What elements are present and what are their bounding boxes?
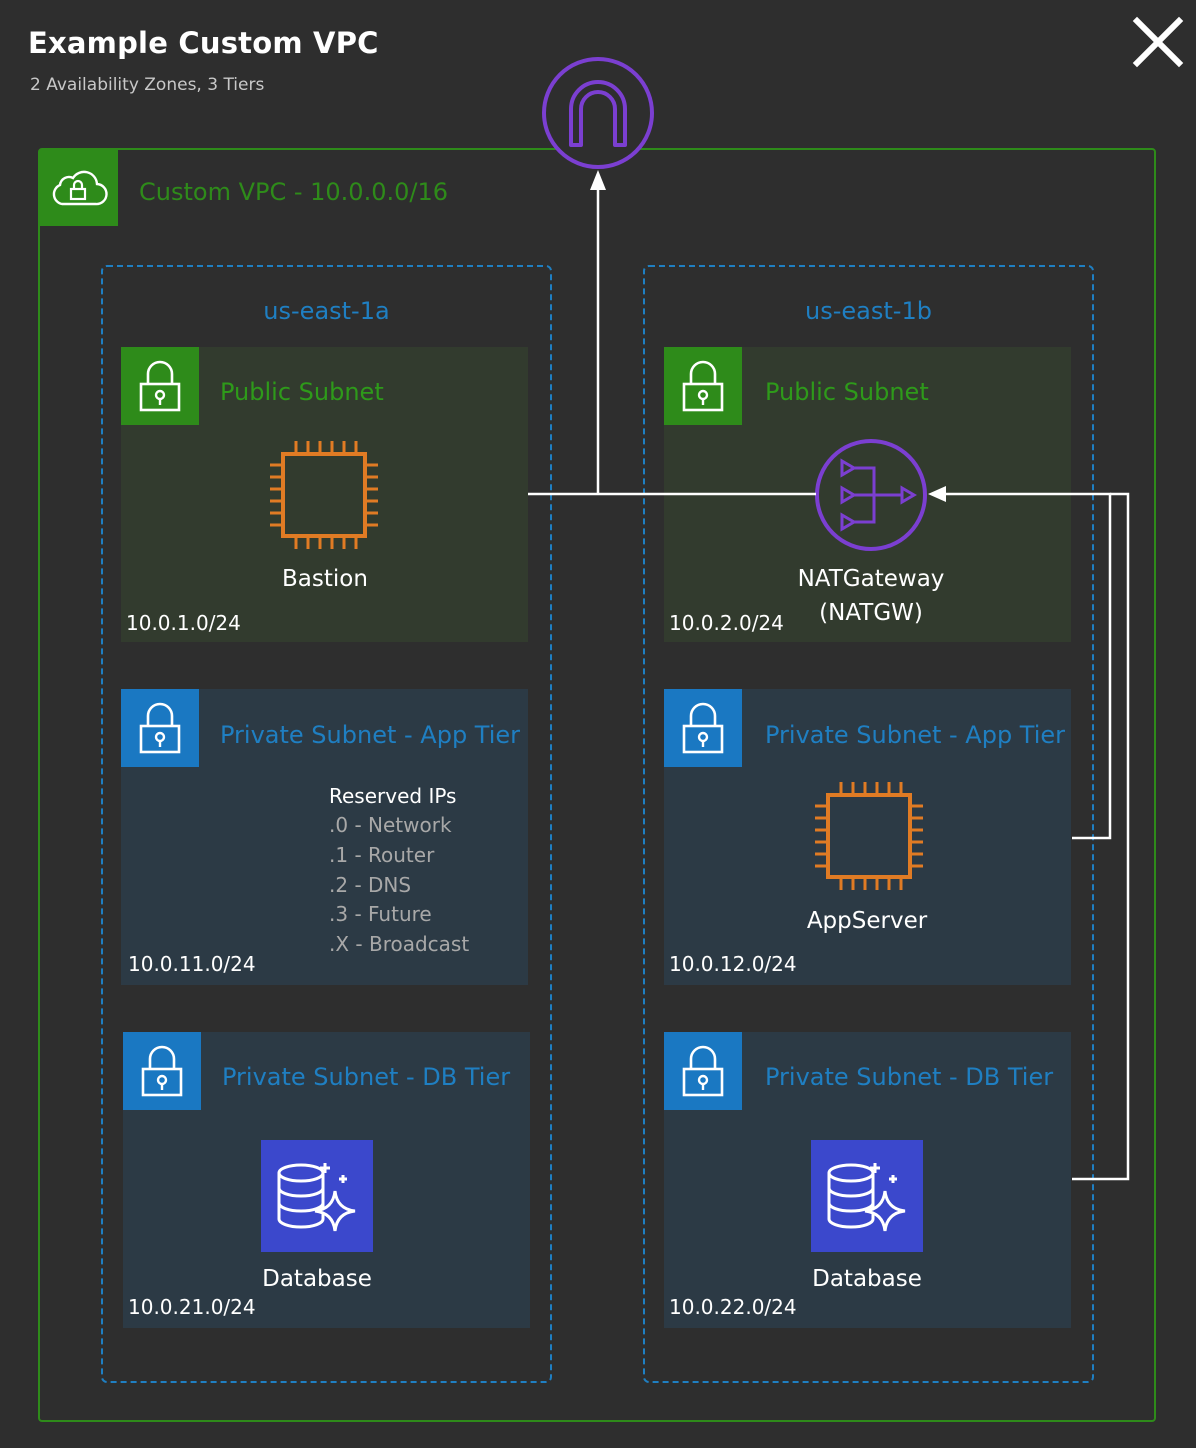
internet-gateway[interactable] (542, 57, 656, 175)
lock-icon (682, 702, 724, 754)
nat-gateway-label-short: (NATGW) (819, 600, 923, 626)
app-subnet-b-lock (664, 689, 742, 767)
db-subnet-b-cidr: 10.0.22.0/24 (669, 1295, 797, 1319)
reserved-ip-item: .3 - Future (329, 902, 432, 926)
reserved-ip-item: .1 - Router (329, 843, 435, 867)
az-label-a: us-east-1a (263, 297, 390, 325)
app-server-instance[interactable] (810, 779, 928, 897)
database-b-label: Database (812, 1266, 922, 1292)
ec2-instance-icon (815, 782, 923, 890)
close-button[interactable] (1128, 12, 1188, 72)
db-subnet-a-cidr: 10.0.21.0/24 (128, 1295, 256, 1319)
lock-icon (682, 1045, 724, 1097)
reserved-ip-item: .2 - DNS (329, 873, 412, 897)
vpc-icon-box (40, 150, 118, 226)
reserved-ip-item: .X - Broadcast (329, 932, 470, 956)
bastion-label: Bastion (282, 566, 368, 592)
bastion-instance[interactable] (265, 438, 383, 556)
az-label-b: us-east-1b (805, 297, 932, 325)
lock-icon (682, 360, 724, 412)
app-subnet-a-title: Private Subnet - App Tier (220, 721, 521, 749)
close-icon (1132, 16, 1184, 68)
internet-gateway-icon (542, 57, 654, 169)
public-subnet-b-title: Public Subnet (765, 378, 929, 406)
page-subtitle: 2 Availability Zones, 3 Tiers (30, 75, 265, 95)
database-a-label: Database (262, 1266, 372, 1292)
ec2-instance-icon (270, 441, 378, 549)
app-subnet-b-title: Private Subnet - App Tier (765, 721, 1066, 749)
database-icon (827, 1163, 906, 1232)
public-subnet-a-title: Public Subnet (220, 378, 384, 406)
public-subnet-a-cidr: 10.0.1.0/24 (126, 611, 241, 635)
db-subnet-b-title: Private Subnet - DB Tier (765, 1063, 1054, 1091)
page-title: Example Custom VPC (28, 26, 379, 60)
database-icon (277, 1163, 356, 1232)
app-subnet-a-cidr: 10.0.11.0/24 (128, 952, 256, 976)
nat-gateway[interactable] (814, 438, 928, 556)
public-subnet-b-lock (664, 347, 742, 425)
app-subnet-a-lock (121, 689, 199, 767)
reserved-ips-title: Reserved IPs (329, 784, 457, 808)
reserved-ip-item: .0 - Network (329, 813, 452, 837)
public-subnet-a-lock (121, 347, 199, 425)
availability-zone-a (101, 265, 552, 1383)
database-a[interactable] (261, 1140, 373, 1252)
vpc-label: Custom VPC - 10.0.0.0/16 (139, 178, 448, 206)
db-subnet-a-title: Private Subnet - DB Tier (222, 1063, 511, 1091)
app-subnet-b-cidr: 10.0.12.0/24 (669, 952, 797, 976)
vpc-cloud-lock-icon (52, 170, 108, 206)
public-subnet-b-cidr: 10.0.2.0/24 (669, 611, 784, 635)
db-subnet-a-lock (123, 1032, 201, 1110)
db-subnet-b-lock (664, 1032, 742, 1110)
nat-gateway-label: NATGateway (797, 566, 945, 592)
lock-icon (139, 360, 181, 412)
lock-icon (139, 702, 181, 754)
app-server-label: AppServer (806, 908, 928, 934)
lock-icon (141, 1045, 183, 1097)
nat-gateway-icon (815, 439, 927, 551)
database-b[interactable] (811, 1140, 923, 1252)
